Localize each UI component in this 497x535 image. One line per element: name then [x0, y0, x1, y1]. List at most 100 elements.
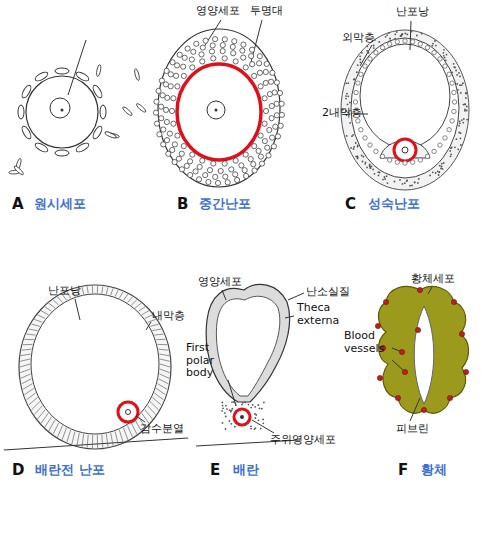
granulosa-cell [181, 73, 186, 78]
panel-letter: E [210, 462, 220, 479]
theca-dot [453, 63, 455, 65]
theca-stripe [97, 435, 98, 448]
granulosa-cell [257, 61, 262, 66]
primordial-follicle [9, 40, 147, 176]
theca-stripe [154, 393, 163, 400]
theca-dot [399, 179, 401, 181]
theca-dot [444, 57, 446, 59]
granulosa-cell [231, 51, 236, 56]
part-label: 난포낭 [48, 285, 81, 298]
theca-stripe [142, 311, 149, 315]
granulosa-cell [418, 42, 422, 46]
theca-dot [400, 35, 402, 37]
theca-stripe [27, 393, 36, 400]
granulosa-cell [395, 160, 399, 164]
granulosa-cell [354, 90, 358, 94]
cumulus-dot [258, 419, 260, 421]
granulosa-cell [239, 163, 244, 168]
theca-dot [461, 119, 463, 121]
theca-stripe [145, 315, 153, 319]
part-label: 난소실질 [306, 286, 350, 299]
granulosa-cell [278, 123, 283, 128]
granulosa-cell [252, 168, 257, 173]
granulosa-cell [425, 45, 429, 49]
theca-stripe [115, 432, 118, 445]
theca-stripe [72, 432, 75, 445]
theca-dot [453, 66, 455, 68]
stroma-cell [104, 131, 116, 139]
theca-dot [357, 64, 359, 66]
theca-stripe [21, 354, 31, 356]
theca-dot [371, 165, 373, 167]
theca-dot [442, 168, 444, 170]
granulosa-cell [368, 57, 372, 61]
granulosa-cell [243, 65, 248, 70]
cumulus-dot [254, 413, 256, 415]
granulosa-cell [172, 142, 177, 147]
theca-dot [389, 38, 391, 40]
theca-dot [394, 181, 396, 183]
theca-stripe [45, 417, 52, 427]
granulosa-cell [174, 73, 179, 78]
theca-dot [417, 182, 419, 184]
theca-dot [349, 122, 351, 124]
stroma-cell [135, 103, 146, 114]
cumulus-dot [225, 405, 227, 407]
theca-stripe [135, 303, 141, 308]
granulosa-cell [170, 60, 175, 65]
granulosa-cell [181, 144, 186, 149]
blood-vessel-dot [402, 369, 407, 374]
theca-dot [466, 106, 468, 108]
theca-stripe [145, 410, 153, 420]
theca-dot [382, 179, 384, 181]
panel-letter: B [177, 196, 188, 213]
theca-dot [404, 182, 406, 184]
granulosa-cell [271, 144, 276, 149]
granulosa-cell [443, 136, 447, 140]
cumulus-dot [224, 412, 226, 414]
cumulus-dot [222, 407, 224, 409]
granulosa-cell [263, 108, 268, 113]
granulosa-cell [225, 180, 230, 185]
granulosa-cell [160, 93, 165, 98]
follicle-cell [75, 70, 90, 82]
granulosa-cell [452, 90, 456, 94]
granulosa-cell [411, 40, 415, 44]
granulosa-cell [167, 131, 172, 136]
granulosa-cell [452, 109, 456, 113]
part-label: Theca externa [297, 302, 347, 327]
theca-stripe [41, 311, 48, 315]
theca-stripe [31, 402, 40, 410]
cumulus-dot [221, 410, 223, 412]
theca-dot [394, 38, 396, 40]
theca-stripe [49, 420, 55, 431]
theca-dot [370, 167, 372, 169]
granulosa-cell [248, 157, 253, 162]
granulosa-cell [197, 164, 202, 169]
theca-stripe [159, 354, 169, 356]
granulosa-cell [242, 168, 247, 173]
cumulus-dot [225, 428, 227, 430]
granulosa-cell [270, 70, 275, 75]
granulosa-cell [209, 49, 214, 54]
granulosa-cell [425, 154, 429, 158]
theca-dot [363, 156, 365, 158]
theca-stripe [160, 364, 170, 367]
theca-dot [414, 181, 416, 183]
theca-dot [432, 43, 434, 45]
theca-dot [346, 135, 348, 137]
theca-stripe [22, 379, 32, 384]
granulosa-cell [222, 56, 227, 61]
granulosa-cell [235, 177, 240, 182]
theca-dot [362, 161, 364, 163]
theca-dot [451, 71, 453, 73]
granulosa-cell [175, 84, 180, 89]
theca-stripe [20, 359, 30, 361]
theca-dot [386, 175, 388, 177]
theca-dot [369, 164, 371, 166]
follicle-cell [20, 125, 32, 140]
panel-caption: 중간난포 [199, 197, 251, 212]
theca-stripe [27, 334, 36, 335]
theca-dot [441, 163, 443, 165]
